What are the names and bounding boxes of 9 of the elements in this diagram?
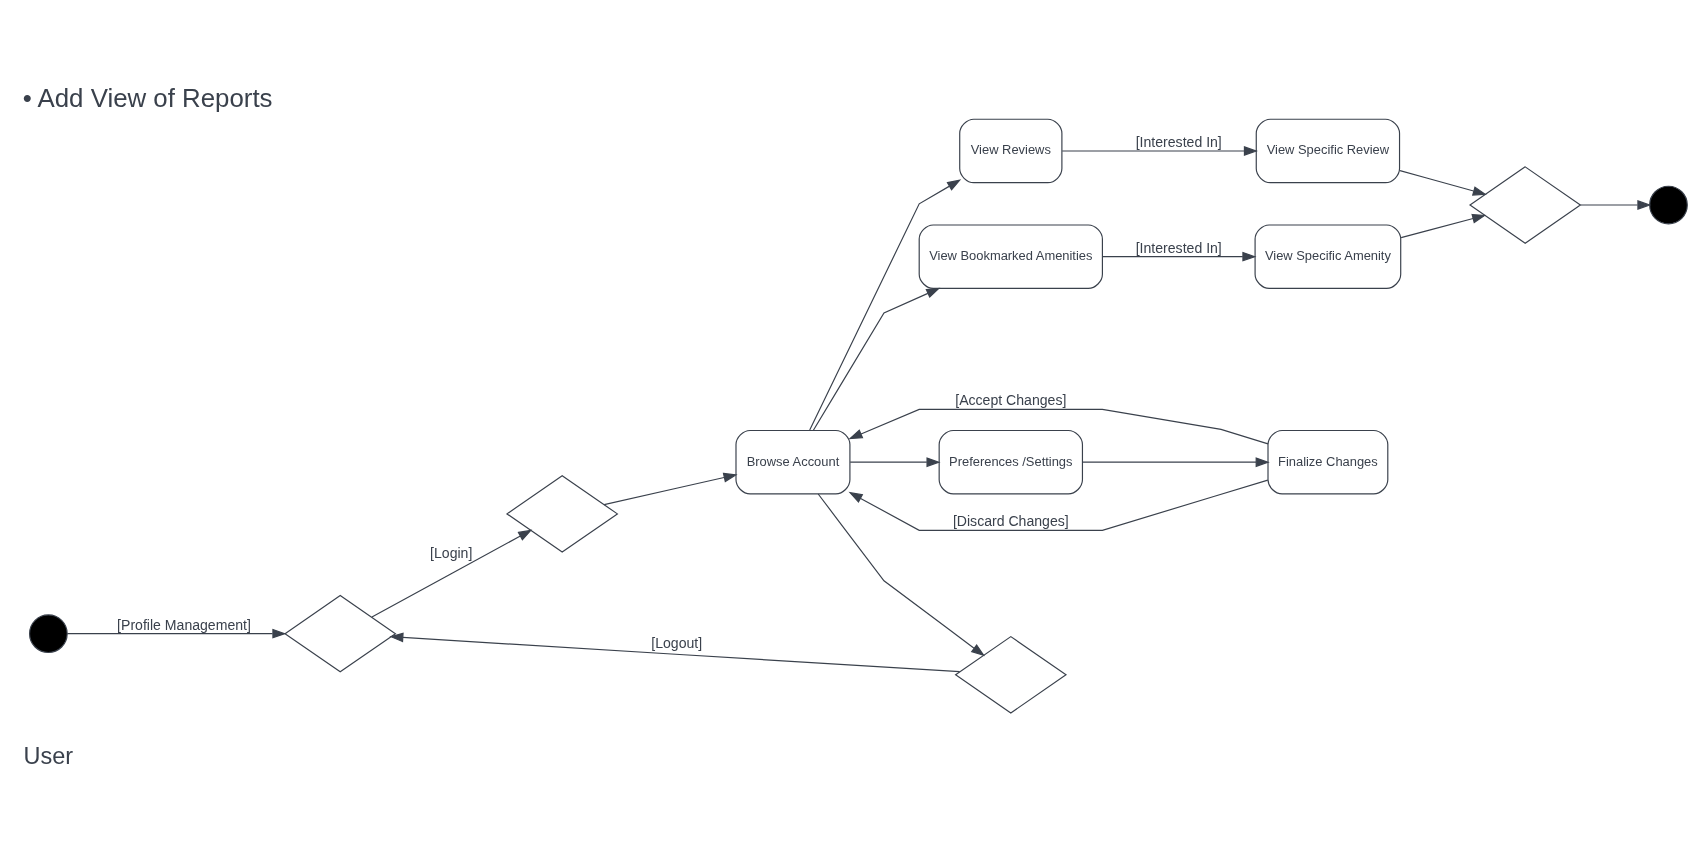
- edge-label: [Interested In]: [1135, 239, 1222, 256]
- label: User: [23, 742, 73, 769]
- diagram-title: • Add View of Reports: [22, 83, 272, 112]
- edge-label: [Interested In]: [1135, 133, 1222, 150]
- edge-label: [Profile Management]: [116, 616, 251, 633]
- edge-label: [Login]: [429, 544, 472, 561]
- edge-label: [Discard Changes]: [952, 512, 1069, 529]
- edge-label: [Accept Changes]: [954, 391, 1066, 408]
- edge-label: [Logout]: [650, 634, 702, 651]
